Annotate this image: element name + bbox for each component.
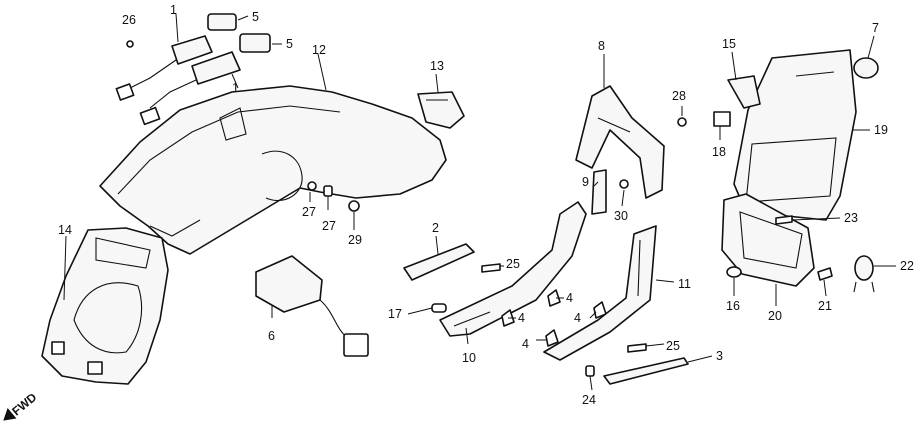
callout-25b: 25 <box>666 339 680 353</box>
callout-4a: 4 <box>566 291 573 305</box>
callout-9: 9 <box>582 175 589 189</box>
bolt-part-23 <box>775 215 793 225</box>
callout-5b: 5 <box>286 37 293 51</box>
right-rail-part-11 <box>543 225 657 361</box>
clip-part-4a <box>547 289 561 307</box>
bracket-part-13 <box>417 91 465 129</box>
callout-4b: 4 <box>518 311 525 325</box>
callout-10: 10 <box>462 351 476 365</box>
nut-part-29 <box>348 200 360 212</box>
callout-19: 19 <box>874 123 888 137</box>
callout-30: 30 <box>614 209 628 223</box>
callout-20: 20 <box>768 309 782 323</box>
backrest-cover-part-19 <box>733 49 857 221</box>
backrest-base-part-20 <box>721 193 815 287</box>
grab-handle-part-8 <box>575 85 665 199</box>
bolt-part-30 <box>619 179 629 189</box>
grip-part-2 <box>403 243 475 281</box>
rear-fender-part-12 <box>99 85 447 255</box>
pad-part-18 <box>713 111 731 127</box>
callout-27b: 27 <box>322 219 336 233</box>
callout-12: 12 <box>312 43 326 57</box>
bolt-part-25b <box>627 343 647 353</box>
callout-1b: 1 <box>232 81 239 95</box>
callout-23: 23 <box>844 211 858 225</box>
left-rail-part-10 <box>439 201 587 337</box>
callout-25a: 25 <box>506 257 520 271</box>
callout-13: 13 <box>430 59 444 73</box>
callout-8: 8 <box>598 39 605 53</box>
fwd-arrow-icon <box>3 407 17 421</box>
callout-7: 7 <box>872 21 879 35</box>
callout-16: 16 <box>726 299 740 313</box>
callout-21: 21 <box>818 299 832 313</box>
plate-part-9 <box>591 169 607 215</box>
callout-22: 22 <box>900 259 914 273</box>
callout-15: 15 <box>722 37 736 51</box>
callout-5a: 5 <box>252 10 259 24</box>
cap-part-16 <box>726 266 742 278</box>
screw-part-26 <box>126 40 134 48</box>
collar-part-17 <box>431 303 447 313</box>
callout-labels: 1 1 5 5 26 12 13 14 27 27 29 6 2 25 17 1… <box>58 3 914 407</box>
callout-14: 14 <box>58 223 72 237</box>
callout-6: 6 <box>268 329 275 343</box>
callout-26: 26 <box>122 13 136 27</box>
bolt-part-24 <box>585 365 595 377</box>
bolt-part-25a <box>481 263 501 273</box>
callout-4c: 4 <box>574 311 581 325</box>
callout-3: 3 <box>716 349 723 363</box>
relay-part-5 <box>207 13 271 53</box>
clip-part-21 <box>817 267 833 281</box>
callout-4d: 4 <box>522 337 529 351</box>
nut-part-27a <box>307 181 317 191</box>
trim-part-3 <box>603 357 689 385</box>
leader-lines <box>63 13 896 391</box>
callout-1: 1 <box>170 3 177 17</box>
license-base-part-14 <box>41 227 169 385</box>
fwd-direction-indicator: FWD <box>3 390 40 421</box>
clip-part-4d <box>545 329 559 347</box>
callout-27a: 27 <box>302 205 316 219</box>
callout-11: 11 <box>678 277 691 291</box>
trim-part-15 <box>727 75 761 109</box>
knob-part-7 <box>853 57 879 79</box>
callout-28: 28 <box>672 89 686 103</box>
callout-18: 18 <box>712 145 726 159</box>
callout-24: 24 <box>582 393 596 407</box>
fwd-label: FWD <box>9 390 39 419</box>
callout-29: 29 <box>348 233 362 247</box>
callout-2: 2 <box>432 221 439 235</box>
nut-part-28 <box>677 117 687 127</box>
clamp-part-22 <box>853 255 875 293</box>
callout-17: 17 <box>388 307 402 321</box>
control-unit-part-1 <box>115 35 241 126</box>
module-part-6 <box>255 255 369 357</box>
nut-part-27b <box>323 185 333 197</box>
